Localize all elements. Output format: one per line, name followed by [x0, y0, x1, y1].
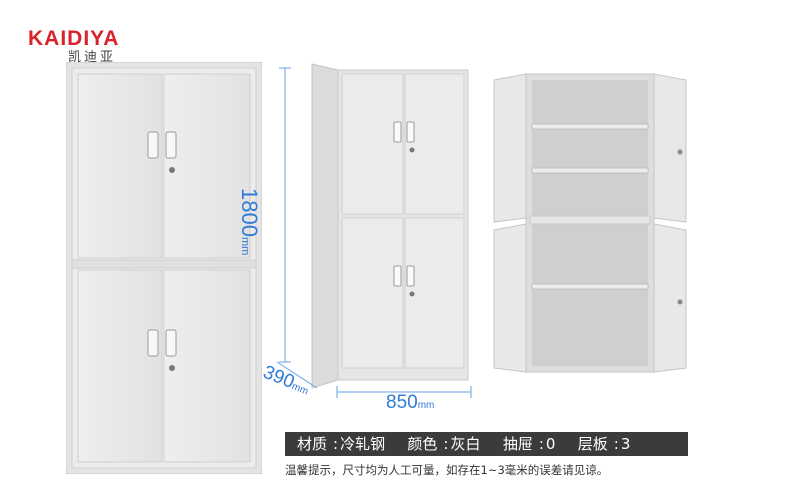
- shelf: [531, 167, 649, 174]
- upper-left-door: [77, 73, 163, 259]
- handle-icon: [165, 131, 177, 159]
- height-value: 1800: [237, 188, 262, 237]
- lock-icon: [409, 291, 415, 297]
- lock-icon: [677, 299, 683, 305]
- width-dimension: 850mm: [386, 392, 434, 414]
- spec-bar: 材质:冷轧钢 颜色:灰白 抽屉:0 层板:3: [285, 432, 688, 456]
- width-unit: mm: [417, 400, 435, 411]
- height-unit: mm: [239, 236, 251, 256]
- brand-name-cn: 凯迪亚: [68, 50, 117, 65]
- width-value: 850: [386, 392, 418, 413]
- front-view-cabinet: [66, 62, 262, 474]
- handle-icon: [147, 329, 159, 357]
- handle-icon: [393, 265, 402, 287]
- lock-icon: [677, 149, 683, 155]
- handle-icon: [165, 329, 177, 357]
- shelf: [531, 283, 649, 290]
- lock-icon: [169, 365, 175, 371]
- spec-material: 材质:冷轧钢: [297, 435, 386, 453]
- dimension-lines: [276, 67, 472, 398]
- lower-right-door: [163, 269, 251, 463]
- measurement-note: 温馨提示，尺寸均为人工可量，如存在1~3毫米的误差请见谅。: [285, 463, 609, 477]
- spec-shelves: 层板:3: [577, 435, 631, 453]
- handle-icon: [406, 265, 415, 287]
- handle-icon: [393, 121, 402, 143]
- lower-left-door: [77, 269, 163, 463]
- brand-logo: KAIDIYA 凯迪亚: [28, 28, 119, 66]
- height-dimension: 1800mm: [236, 188, 262, 255]
- handle-icon: [406, 121, 415, 143]
- open-doors-cabinet: [493, 73, 687, 373]
- lock-icon: [169, 167, 175, 173]
- handle-icon: [147, 131, 159, 159]
- shelf: [531, 123, 649, 130]
- side-perspective-cabinet: [311, 63, 469, 389]
- lock-icon: [409, 147, 415, 153]
- brand-name-en: KAIDIYA: [28, 27, 120, 50]
- spec-color: 颜色:灰白: [407, 435, 481, 453]
- upper-right-door: [163, 73, 251, 259]
- spec-drawers: 抽屉:0: [502, 435, 556, 453]
